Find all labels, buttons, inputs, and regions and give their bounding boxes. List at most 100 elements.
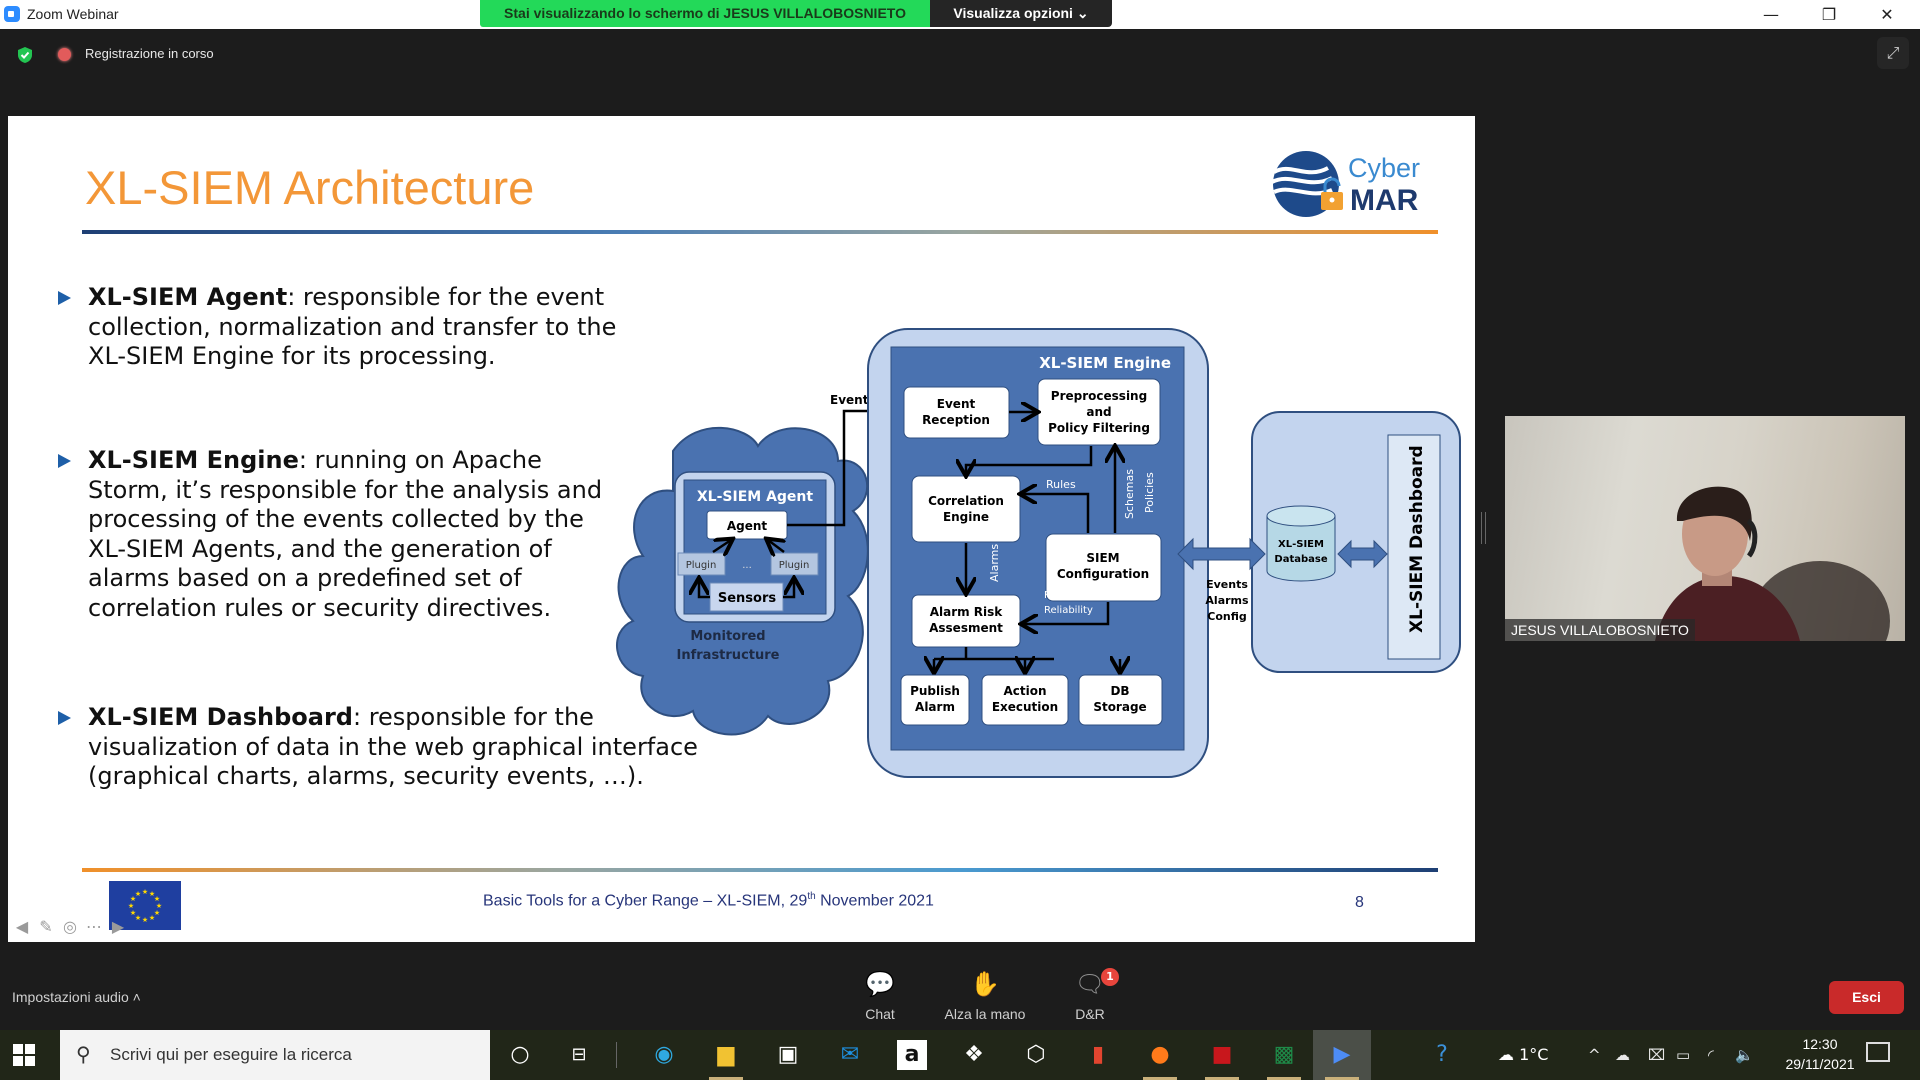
bullet-text: : running on Apache Storm, it’s responsi… [88,446,603,622]
svg-text:DB: DB [1110,684,1129,698]
next-slide-icon[interactable]: ▶ [111,917,125,936]
svg-text:Alarm: Alarm [915,700,955,714]
svg-text:and: and [1086,405,1111,419]
restore-button[interactable]: ❐ [1821,5,1837,24]
svg-text:★: ★ [149,890,155,898]
database-cylinder: XL-SIEM Database [1266,505,1336,582]
svg-text:SIEM: SIEM [1086,551,1119,565]
bullet-term: XL-SIEM Agent [88,283,288,311]
recording-status: Registrazione in corso [85,46,214,61]
publish-alarm-box: Publish Alarm [900,674,970,726]
svg-text:Execution: Execution [992,700,1058,714]
svg-text:Publish: Publish [910,684,960,698]
slide-footer: Basic Tools for a Cyber Range – XL-SIEM,… [483,891,934,910]
participant-video[interactable]: JESUS VILLALOBOSNIETO [1505,416,1905,641]
footer-divider [82,868,1438,872]
close-button[interactable]: ✕ [1880,5,1894,24]
svg-text:★: ★ [156,902,162,910]
firefox-icon[interactable]: ● [1131,1030,1189,1080]
onedrive-icon[interactable]: ☁ [1615,1046,1630,1064]
shield-check-icon[interactable] [16,46,34,64]
zoom-taskbar-icon[interactable]: ▶ [1313,1030,1371,1080]
qa-icon: 🗨 [1074,971,1106,998]
svg-text:Action: Action [1003,684,1046,698]
app-title: Zoom Webinar [27,6,119,22]
volume-icon[interactable]: 🔈 [1735,1046,1754,1064]
priority-label: Reliability [1044,605,1093,616]
engine-database-arrow [1177,537,1266,571]
minimize-button[interactable]: — [1763,5,1779,24]
panel-resize-handle[interactable] [1481,512,1486,544]
leave-button[interactable]: Esci [1829,981,1904,1014]
store-icon[interactable]: ▣ [777,1042,799,1067]
amazon-icon[interactable]: a [883,1030,941,1080]
correlation-engine-box: Correlation Engine [911,475,1021,543]
notification-center-icon[interactable] [1866,1042,1890,1062]
prev-slide-icon[interactable]: ◀ [15,917,29,936]
windows-start-icon[interactable] [12,1043,36,1067]
database-dashboard-arrow [1337,539,1388,569]
chat-button[interactable]: 💬 Chat [830,970,930,1022]
audio-settings-button[interactable]: Impostazioni audio ˄ [12,989,141,1005]
mail-icon[interactable]: ✉ [840,1042,860,1067]
svg-text:Assesment: Assesment [929,621,1003,635]
excel-icon[interactable]: ▩ [1255,1030,1313,1080]
cloud-icon: ☁ [1498,1045,1520,1064]
link-label: Events [1206,578,1248,591]
dropbox-icon[interactable]: ❖ [964,1042,984,1067]
participant-video-frame [1655,486,1890,641]
bullet-dashboard: XL-SIEM Dashboard: responsible for the v… [58,703,718,792]
svg-text:Storage: Storage [1093,700,1146,714]
battery-icon[interactable]: ▭ [1676,1046,1691,1064]
file-explorer-icon[interactable]: ▆ [697,1030,755,1080]
help-icon[interactable]: ? [1436,1042,1448,1067]
bullet-triangle-icon [58,291,71,305]
taskbar-search-box[interactable]: ⚲ Scrivi qui per eseguire la ricerca [60,1030,490,1080]
chat-icon: 💬 [865,971,895,998]
tray-overflow-icon[interactable]: ^ [1588,1046,1601,1064]
office-icon[interactable]: ▮ [1091,1042,1105,1067]
bullet-term: XL-SIEM Engine [88,446,299,474]
acrobat-icon[interactable]: ■ [1193,1030,1251,1080]
bullet-triangle-icon [58,454,71,468]
slide-navigation: ◀ ✎ ◎ ⋯ ▶ [12,916,128,938]
task-view-icon[interactable]: ⊟ [571,1044,587,1065]
plugin-ellipsis: ... [742,560,752,571]
bullet-triangle-icon [58,711,71,725]
view-options-button[interactable]: Visualizza opzioni ⌄ [930,0,1112,27]
temperature: 1°C [1519,1045,1549,1064]
fullscreen-button[interactable]: ⤢ [1877,37,1909,69]
recording-indicator-icon [58,48,71,61]
edge-icon[interactable]: ◉ [654,1042,674,1067]
preprocessing-box: Preprocessing and Policy Filtering [1037,378,1161,446]
cortana-icon[interactable]: ○ [510,1042,530,1067]
svg-text:Correlation: Correlation [928,494,1004,508]
qa-button[interactable]: 🗨 D&R [1040,970,1140,1022]
system-clock[interactable]: 12:30 29/11/2021 [1765,1034,1875,1074]
agent-container-title: XL-SIEM Agent [697,489,814,505]
sensors-label: Sensors [718,591,777,606]
policies-label: Policies [1143,472,1156,513]
screen-share-banner: Stai visualizzando lo schermo di JESUS V… [480,0,930,27]
schemas-label: Schemas [1123,469,1136,519]
plugin-label: Plugin [779,560,810,571]
link-label: Alarms [1205,594,1249,607]
pen-icon[interactable]: ✎ [39,917,53,936]
slide-page-number: 8 [1355,894,1364,911]
plugin-label: Plugin [686,560,717,571]
wifi-icon[interactable]: ◜ [1708,1046,1714,1064]
siem-configuration-box: SIEM Configuration [1045,533,1162,602]
slides-grid-icon[interactable]: ◎ [63,917,77,936]
app-circle-icon[interactable]: ⬡ [1026,1042,1046,1067]
meet-now-icon[interactable]: ⌧ [1648,1046,1666,1064]
more-options-icon[interactable]: ⋯ [86,917,102,936]
weather-widget[interactable]: ☁ 1°C [1498,1030,1548,1080]
event-reception-box: Event Reception [903,386,1010,439]
bullet-term: XL-SIEM Dashboard [88,703,353,731]
alarms-label: Alarms [988,544,1001,582]
svg-text:Reception: Reception [922,413,990,427]
raise-hand-button[interactable]: ✋ Alza la mano [935,970,1035,1022]
events-label: Events [830,393,876,407]
logo-mar: MAR [1350,184,1419,217]
svg-text:Preprocessing: Preprocessing [1051,389,1147,403]
